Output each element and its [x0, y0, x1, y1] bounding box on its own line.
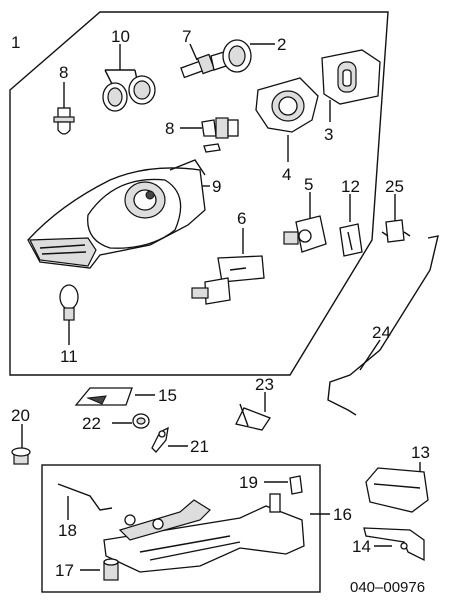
bushing-part-17[interactable]	[80, 558, 119, 581]
clip-part-25[interactable]	[381, 194, 411, 243]
bulb-socket-part-7[interactable]	[180, 43, 227, 79]
cover-cap-part-3[interactable]	[321, 49, 381, 122]
callout-2: 2	[277, 35, 286, 54]
bracket-part-23[interactable]	[235, 392, 271, 431]
callout-16: 16	[333, 505, 352, 524]
callout-3: 3	[324, 125, 333, 144]
bulb-part-11[interactable]	[59, 284, 79, 345]
bulb-part-8-lower[interactable]	[180, 117, 239, 153]
callout-19: 19	[239, 473, 258, 492]
rod-part-18[interactable]	[57, 483, 113, 520]
callout-8-upper: 8	[59, 63, 68, 82]
callout-8-lower: 8	[165, 119, 174, 138]
grommet-part-22[interactable]	[112, 413, 150, 429]
callout-22: 22	[82, 414, 101, 433]
retaining-ring-part-2[interactable]	[222, 39, 275, 73]
callout-11: 11	[60, 347, 78, 366]
callout-15: 15	[158, 386, 177, 405]
callout-23: 23	[255, 375, 274, 394]
control-module-part-13[interactable]	[365, 462, 429, 513]
callout-12: 12	[341, 177, 360, 196]
callout-20: 20	[11, 406, 30, 425]
base-bracket-part-16[interactable]	[103, 493, 330, 573]
actuator-part-6[interactable]	[191, 228, 265, 305]
callout-18: 18	[58, 521, 77, 540]
callout-6: 6	[237, 209, 246, 228]
callout-7: 7	[182, 27, 191, 46]
callout-24: 24	[372, 323, 391, 342]
bracket-assembly-boundary	[41, 464, 321, 593]
reference-code: 040–00976	[350, 579, 425, 596]
bracket-part-15[interactable]	[74, 387, 155, 406]
clip-part-21[interactable]	[151, 426, 188, 453]
bulb-part-8-upper[interactable]	[53, 82, 75, 135]
ring-part-10[interactable]	[102, 44, 156, 112]
callout-4: 4	[282, 165, 291, 184]
callout-9: 9	[212, 177, 221, 196]
callout-25: 25	[385, 177, 404, 196]
leveling-motor-part-5[interactable]	[283, 192, 327, 253]
callout-10: 10	[111, 27, 130, 46]
callout-13: 13	[411, 443, 430, 462]
plug-part-20[interactable]	[11, 424, 31, 465]
clip-part-19[interactable]	[264, 475, 303, 495]
socket-housing-part-4[interactable]	[255, 77, 319, 162]
headlight-assembly-boundary	[9, 11, 389, 376]
callout-17: 17	[55, 561, 74, 580]
headlight-housing-part-9[interactable]	[27, 159, 210, 269]
callout-1: 1	[11, 33, 20, 52]
connector-part-12[interactable]	[339, 194, 363, 257]
bracket-part-14[interactable]	[363, 527, 425, 562]
callout-14: 14	[352, 537, 371, 556]
callout-5: 5	[304, 175, 313, 194]
adjuster-rod-part-24[interactable]	[327, 235, 439, 416]
callout-21: 21	[190, 437, 209, 456]
